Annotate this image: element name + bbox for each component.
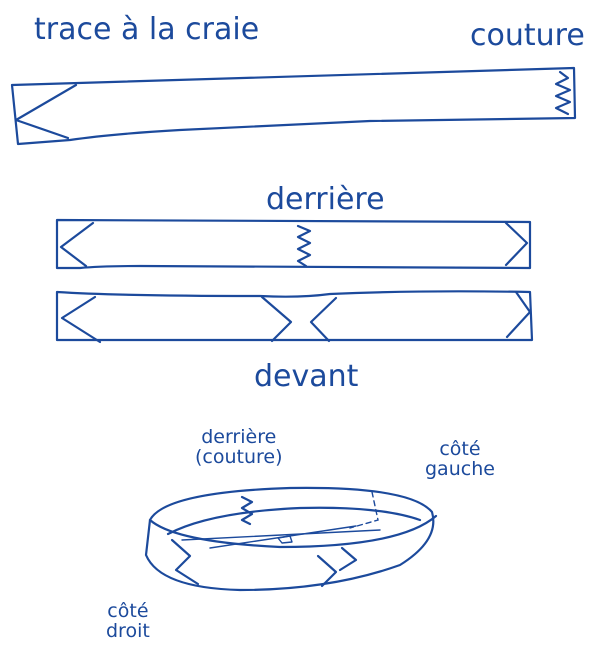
- long-band-outline: [10, 66, 577, 146]
- front-left-chevron: [60, 295, 102, 344]
- back-band: [55, 218, 532, 270]
- ring-center-mark: [277, 535, 293, 544]
- ring-front-chevron-left: [170, 538, 200, 586]
- front-label: devant: [254, 359, 359, 394]
- front-band: [55, 290, 534, 344]
- back-seam-zigzag: [296, 224, 312, 268]
- front-mid-chevron-right: [309, 296, 338, 343]
- ring-back-seam-label-line2: (couture): [195, 445, 283, 468]
- left-side-label-line2: gauche: [425, 457, 495, 480]
- back-label: derrière: [266, 182, 385, 217]
- ring-front-chevron-right: [338, 546, 358, 572]
- ring-center-line-a: [181, 529, 381, 541]
- ring-front-chevron-mid: [316, 554, 338, 588]
- front-mid-chevron-left: [260, 295, 293, 343]
- seam-zigzag: [554, 70, 572, 116]
- ring-back-seam-zigzag: [240, 495, 254, 526]
- front-band-outline: [55, 290, 534, 342]
- chalk-trace-mark: [14, 83, 78, 140]
- ring-inner-back-edge: [166, 506, 422, 536]
- assembled-ring: [144, 486, 438, 592]
- back-left-chevron: [59, 221, 95, 268]
- ring-back-seam-label-line1: derrière: [201, 426, 277, 448]
- ring-inner-front-edge: [148, 514, 438, 549]
- seam-label: couture: [470, 18, 585, 53]
- long-band: [10, 66, 577, 146]
- chalk-trace-label: trace à la craie: [34, 12, 260, 47]
- right-side-label: côté droit: [106, 600, 150, 642]
- back-band-outline: [55, 218, 532, 270]
- right-side-label-line1: côté: [107, 600, 149, 622]
- left-side-dashed-mark: [349, 491, 379, 529]
- right-side-label-line2: droit: [106, 619, 150, 642]
- ring-back-seam-label: derrière (couture): [195, 426, 283, 468]
- left-side-label-line1: côté: [439, 438, 481, 460]
- front-right-chevron: [505, 290, 532, 339]
- ring-outer-outline: [144, 486, 435, 592]
- left-side-label: côté gauche: [425, 438, 495, 480]
- back-right-chevron: [504, 221, 529, 267]
